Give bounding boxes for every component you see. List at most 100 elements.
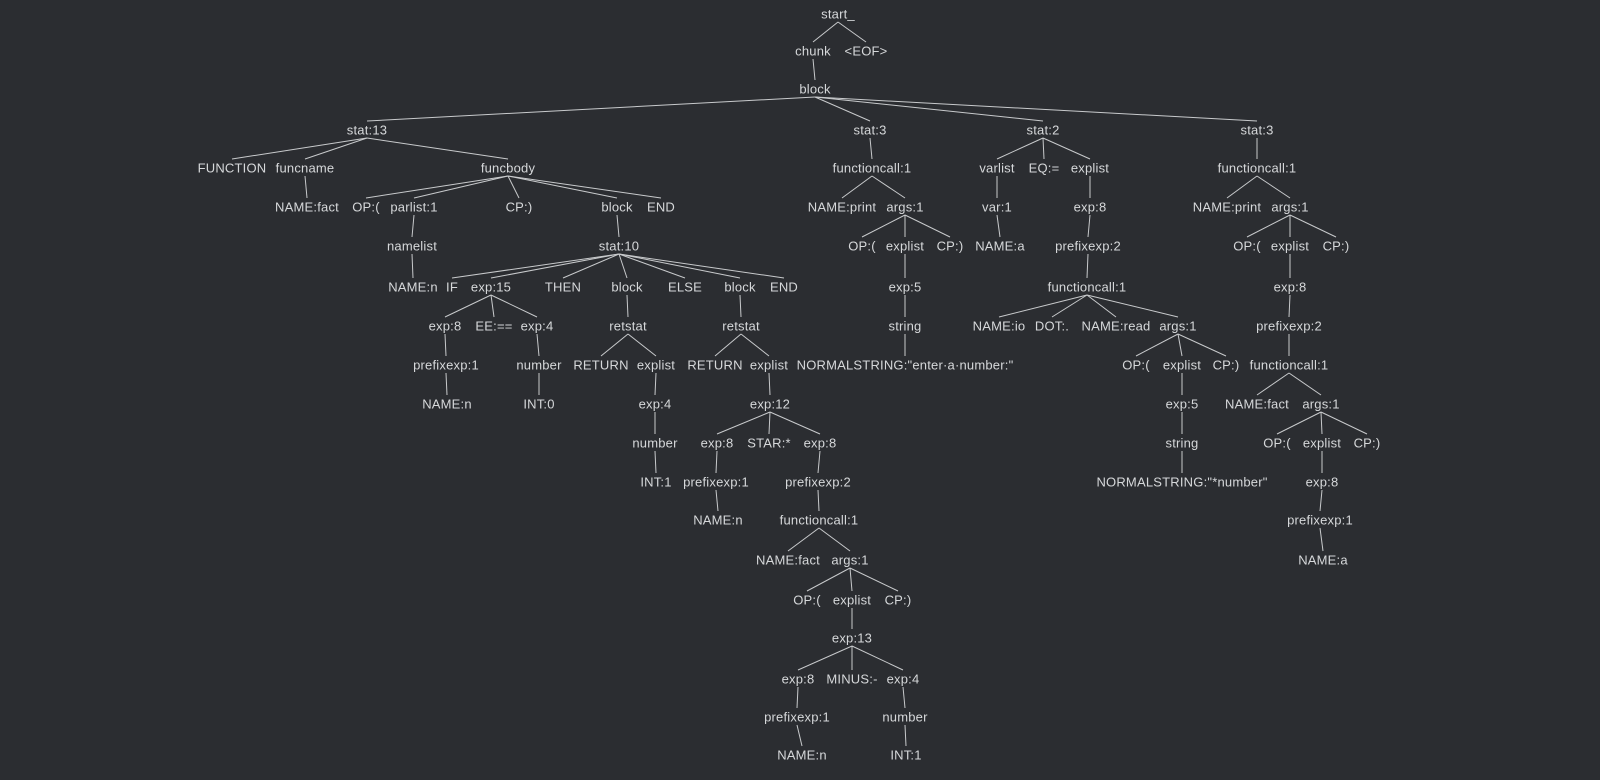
tree-node[interactable]: ELSE xyxy=(667,279,703,295)
tree-node[interactable]: NAME:n xyxy=(693,512,743,528)
tree-node[interactable]: exp:12 xyxy=(749,396,791,412)
tree-node[interactable]: <EOF> xyxy=(844,43,888,59)
tree-node[interactable]: start_ xyxy=(821,6,855,22)
tree-node[interactable]: number xyxy=(882,709,928,725)
tree-node[interactable]: NAME:io xyxy=(972,318,1026,334)
tree-node[interactable]: args:1 xyxy=(831,552,869,568)
tree-node[interactable]: NAME:fact xyxy=(1225,396,1289,412)
tree-node[interactable]: chunk xyxy=(795,43,831,59)
tree-node[interactable]: DOT:. xyxy=(1034,318,1070,334)
tree-node[interactable]: functioncall:1 xyxy=(832,160,912,176)
tree-node[interactable]: explist xyxy=(1070,160,1110,176)
tree-node[interactable]: exp:8 xyxy=(700,435,734,451)
tree-node[interactable]: stat:2 xyxy=(1026,122,1060,138)
tree-node[interactable]: NAME:n xyxy=(777,747,827,763)
tree-node[interactable]: varlist xyxy=(979,160,1015,176)
tree-node[interactable]: explist xyxy=(636,357,676,373)
tree-node[interactable]: exp:4 xyxy=(520,318,554,334)
tree-node[interactable]: RETURN xyxy=(573,357,629,373)
tree-node[interactable]: explist xyxy=(749,357,789,373)
tree-node[interactable]: functioncall:1 xyxy=(1249,357,1329,373)
tree-node[interactable]: exp:13 xyxy=(831,630,873,646)
tree-node[interactable]: OP:( xyxy=(352,199,380,215)
tree-node[interactable]: namelist xyxy=(386,238,438,254)
tree-node[interactable]: stat:3 xyxy=(1240,122,1274,138)
tree-node[interactable]: parlist:1 xyxy=(390,199,438,215)
tree-node[interactable]: OP:( xyxy=(1122,357,1150,373)
tree-node[interactable]: stat:13 xyxy=(346,122,388,138)
tree-node[interactable]: exp:8 xyxy=(803,435,837,451)
tree-node[interactable]: NAME:n xyxy=(422,396,472,412)
tree-node[interactable]: CP:) xyxy=(1212,357,1240,373)
tree-node[interactable]: exp:5 xyxy=(1165,396,1199,412)
tree-node[interactable]: NAME:a xyxy=(1298,552,1348,568)
tree-node[interactable]: IF xyxy=(446,279,458,295)
tree-node[interactable]: CP:) xyxy=(505,199,533,215)
tree-node[interactable]: exp:8 xyxy=(1305,474,1339,490)
tree-node[interactable]: RETURN xyxy=(687,357,743,373)
tree-node[interactable]: number xyxy=(632,435,678,451)
tree-node[interactable]: funcname xyxy=(275,160,335,176)
tree-node[interactable]: exp:4 xyxy=(638,396,672,412)
tree-node[interactable]: EQ:= xyxy=(1028,160,1060,176)
tree-node[interactable]: exp:8 xyxy=(1273,279,1307,295)
tree-node[interactable]: CP:) xyxy=(884,592,912,608)
tree-node[interactable]: NAME:fact xyxy=(756,552,820,568)
tree-node[interactable]: funcbody xyxy=(480,160,536,176)
tree-node[interactable]: EE:== xyxy=(475,318,513,334)
tree-node[interactable]: args:1 xyxy=(1271,199,1309,215)
tree-node[interactable]: explist xyxy=(1302,435,1342,451)
tree-node[interactable]: NAME:n xyxy=(388,279,438,295)
tree-node[interactable]: END xyxy=(769,279,799,295)
tree-node[interactable]: explist xyxy=(885,238,925,254)
tree-node[interactable]: MINUS:- xyxy=(826,671,878,687)
tree-node[interactable]: FUNCTION xyxy=(197,160,267,176)
tree-node[interactable]: NORMALSTRING:"*number" xyxy=(1096,474,1268,490)
tree-node[interactable]: prefixexp:1 xyxy=(1287,512,1353,528)
tree-node[interactable]: CP:) xyxy=(1353,435,1381,451)
tree-node[interactable]: string xyxy=(1165,435,1199,451)
tree-node[interactable]: prefixexp:2 xyxy=(1256,318,1322,334)
tree-node[interactable]: END xyxy=(646,199,676,215)
tree-node[interactable]: exp:8 xyxy=(1073,199,1107,215)
tree-node[interactable]: NAME:print xyxy=(1192,199,1262,215)
tree-node[interactable]: explist xyxy=(832,592,872,608)
tree-node[interactable]: CP:) xyxy=(1322,238,1350,254)
tree-node[interactable]: OP:( xyxy=(1233,238,1261,254)
tree-node[interactable]: OP:( xyxy=(848,238,876,254)
tree-node[interactable]: INT:1 xyxy=(890,747,922,763)
tree-node[interactable]: block xyxy=(611,279,643,295)
tree-node[interactable]: exp:5 xyxy=(888,279,922,295)
tree-node[interactable]: STAR:* xyxy=(747,435,791,451)
tree-node[interactable]: exp:15 xyxy=(470,279,512,295)
tree-node[interactable]: exp:8 xyxy=(781,671,815,687)
tree-node[interactable]: var:1 xyxy=(982,199,1012,215)
tree-node[interactable]: CP:) xyxy=(936,238,964,254)
tree-node[interactable]: NAME:read xyxy=(1081,318,1151,334)
tree-node[interactable]: functioncall:1 xyxy=(1047,279,1127,295)
tree-node[interactable]: block xyxy=(724,279,756,295)
tree-node[interactable]: args:1 xyxy=(1159,318,1197,334)
tree-node[interactable]: INT:1 xyxy=(640,474,672,490)
tree-node[interactable]: functioncall:1 xyxy=(779,512,859,528)
tree-node[interactable]: block xyxy=(601,199,633,215)
tree-node[interactable]: prefixexp:1 xyxy=(683,474,749,490)
tree-node[interactable]: functioncall:1 xyxy=(1217,160,1297,176)
tree-node[interactable]: stat:3 xyxy=(853,122,887,138)
tree-node[interactable]: NAME:a xyxy=(975,238,1025,254)
tree-node[interactable]: THEN xyxy=(544,279,582,295)
tree-node[interactable]: OP:( xyxy=(1263,435,1291,451)
tree-node[interactable]: exp:4 xyxy=(886,671,920,687)
tree-node[interactable]: string xyxy=(888,318,922,334)
tree-node[interactable]: prefixexp:2 xyxy=(1055,238,1121,254)
tree-node[interactable]: retstat xyxy=(722,318,760,334)
tree-node[interactable]: INT:0 xyxy=(523,396,555,412)
tree-node[interactable]: NORMALSTRING:"enter·a·number:" xyxy=(796,357,1014,373)
tree-node[interactable]: prefixexp:2 xyxy=(785,474,851,490)
tree-node[interactable]: args:1 xyxy=(886,199,924,215)
tree-node[interactable]: args:1 xyxy=(1302,396,1340,412)
tree-node[interactable]: prefixexp:1 xyxy=(764,709,830,725)
tree-node[interactable]: explist xyxy=(1270,238,1310,254)
tree-node[interactable]: prefixexp:1 xyxy=(413,357,479,373)
tree-node[interactable]: explist xyxy=(1162,357,1202,373)
